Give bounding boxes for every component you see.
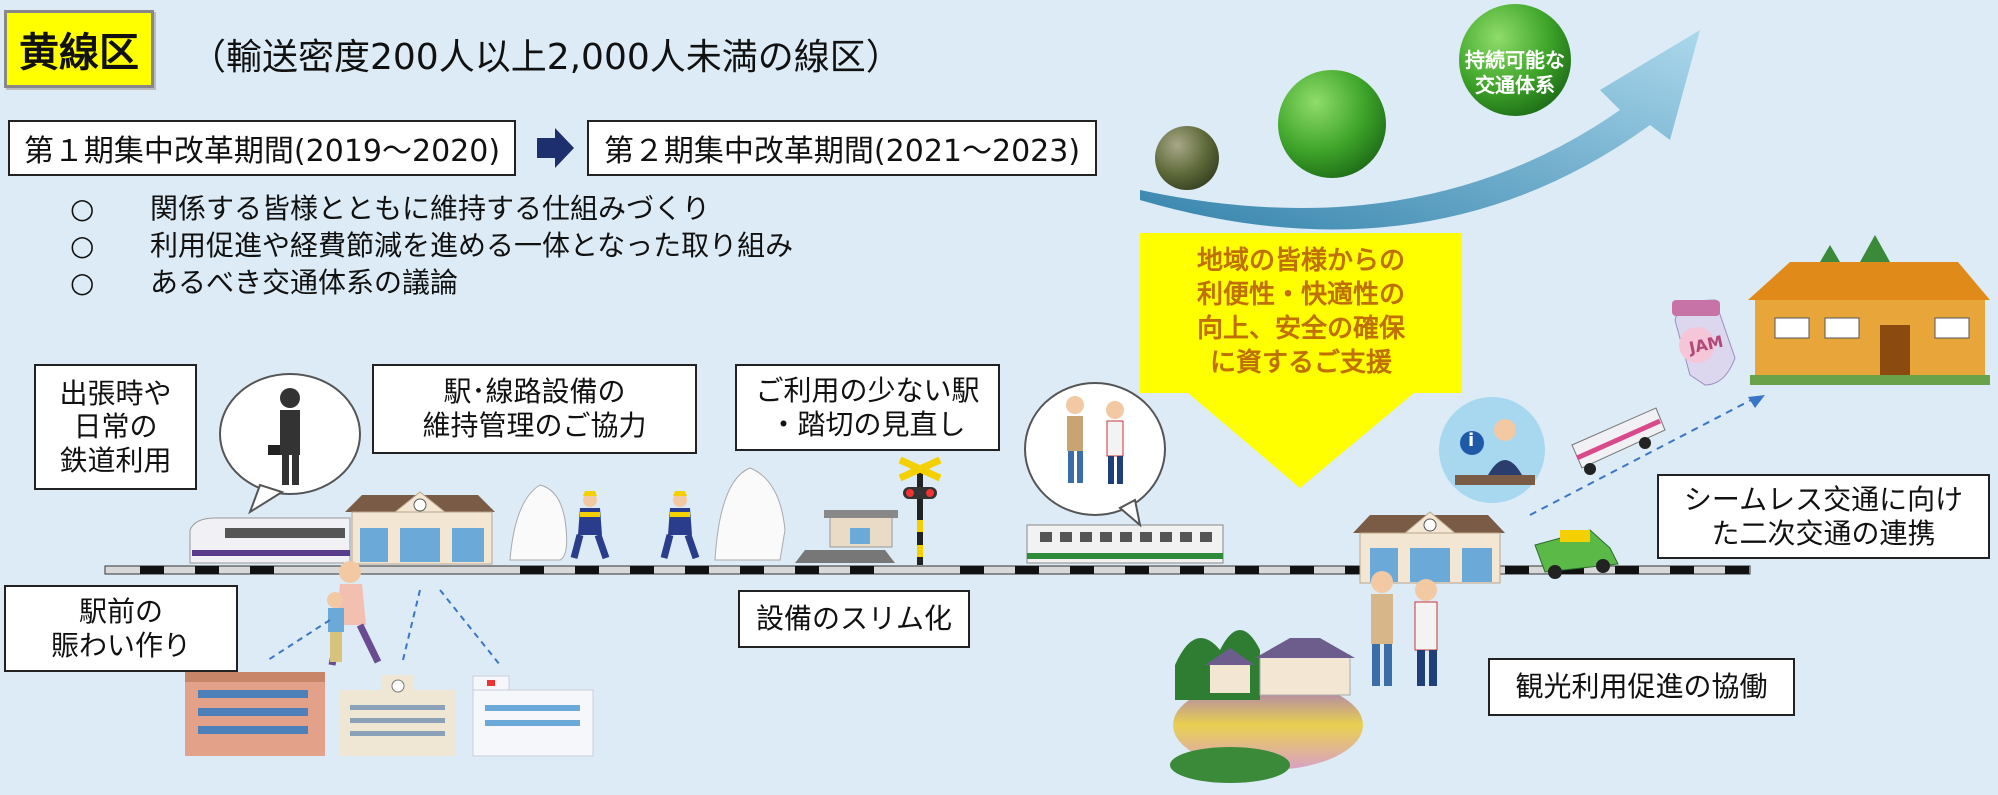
bullet-item: ○ 利用促進や経費節減を進める一体となった取り組み	[70, 224, 793, 264]
seamless-line-1: シームレス交通に向け	[1683, 482, 1964, 516]
business-line-2: 日常の	[73, 410, 158, 444]
station-review-label: ご利用の少ない駅 ・踏切の見直し	[735, 364, 1000, 451]
info-desk-icon	[1439, 397, 1545, 503]
snow-pile-icon	[714, 467, 786, 561]
bullet-item: ○ あるべき交通体系の議論	[70, 261, 458, 301]
sustainable-line-2: 交通体系	[1475, 73, 1555, 97]
level-crossing-icon	[898, 456, 942, 565]
station-right-icon	[1353, 511, 1505, 584]
bullet-text: 関係する皆様とともに維持する仕組みづくり	[150, 192, 711, 225]
taxi-icon	[1534, 529, 1619, 579]
station-link-arrows	[267, 589, 501, 666]
review-line-2: ・踏切の見直し	[769, 407, 966, 441]
railway-track	[104, 565, 1751, 575]
period-arrow-icon	[537, 128, 574, 168]
flower-field-icon	[1170, 630, 1363, 783]
station-front-line-1: 駅前の	[78, 594, 163, 628]
jam-jar-icon	[1672, 299, 1736, 386]
speech-bubble-businessman	[219, 373, 361, 515]
express-train-icon	[189, 517, 351, 564]
track-sleepers	[140, 566, 1749, 574]
business-line-3: 鉄道利用	[59, 443, 172, 477]
support-line-3: 向上、安全の確保	[1196, 314, 1405, 344]
sustainable-transport-label: 持続可能な 交通体系	[1450, 48, 1580, 98]
town-building-icon	[185, 672, 325, 756]
maintenance-cooperation-label: 駅･線路設備の 維持管理のご協力	[372, 364, 697, 454]
bus-icon	[1571, 407, 1666, 475]
review-line-1: ご利用の少ない駅	[755, 373, 980, 407]
bullet-mark: ○	[70, 266, 95, 299]
large-sphere	[1459, 4, 1571, 116]
slim-facilities-label: 設備のスリム化	[738, 590, 970, 648]
worker-icon	[570, 491, 610, 560]
family-icon	[327, 561, 382, 666]
bullet-item: ○ 関係する皆様とともに維持する仕組みづくり	[70, 187, 710, 227]
medium-sphere	[1278, 70, 1386, 178]
station-front-line-2: 賑わい作り	[50, 628, 191, 662]
bullet-text: 利用促進や経費節減を進める一体となった取り組み	[150, 229, 794, 262]
support-line-1: 地域の皆様からの	[1196, 246, 1405, 277]
bullet-mark: ○	[70, 229, 95, 262]
maintenance-line-1: 駅･線路設備の	[443, 375, 626, 409]
page-subtitle: （輸送密度200人以上2,000人未満の線区）	[190, 37, 902, 78]
first-period-box: 第１期集中改革期間(2019～2020)	[8, 120, 516, 176]
country-house-icon	[1748, 235, 1990, 385]
maintenance-line-2: 維持管理のご協力	[422, 409, 647, 442]
business-use-label: 出張時や 日常の 鉄道利用	[34, 364, 197, 490]
growth-arrow	[1140, 30, 1700, 230]
small-station-icon	[795, 510, 898, 563]
support-line-4: に資するご支援	[1209, 347, 1392, 378]
support-line-2: 利便性・快適性の	[1196, 280, 1405, 311]
line-category-tag: 黄線区	[4, 10, 154, 88]
bullet-mark: ○	[70, 192, 95, 225]
sustainable-line-1: 持続可能な	[1465, 48, 1565, 72]
business-line-1: 出張時や	[59, 376, 172, 410]
school-building-icon	[340, 675, 455, 756]
station-front-label: 駅前の 賑わい作り	[4, 585, 238, 672]
seamless-transport-label: シームレス交通に向け た二次交通の連携	[1657, 474, 1990, 559]
hospital-building-icon	[472, 675, 594, 757]
tourist-couple-icon	[1371, 571, 1438, 686]
station-left-icon	[345, 491, 495, 565]
snow-pile-icon	[509, 484, 568, 561]
second-period-box: 第２期集中改革期間(2021～2023)	[587, 120, 1097, 176]
info-symbol: i	[1468, 430, 1475, 451]
speech-bubble-tourists	[1024, 382, 1166, 528]
seamless-line-2: た二次交通の連携	[1711, 516, 1936, 550]
local-train-icon	[1026, 524, 1224, 564]
bullet-text: あるべき交通体系の議論	[150, 266, 459, 299]
support-message-box: 地域の皆様からの 利便性・快適性の 向上、安全の確保 に資するご支援	[1140, 233, 1462, 393]
connection-dashed-arrow	[1529, 397, 1756, 516]
support-arrow-head	[1188, 393, 1414, 488]
tourism-cooperation-label: 観光利用促進の協働	[1488, 658, 1795, 716]
worker-icon	[660, 491, 700, 560]
small-sphere	[1155, 126, 1219, 190]
